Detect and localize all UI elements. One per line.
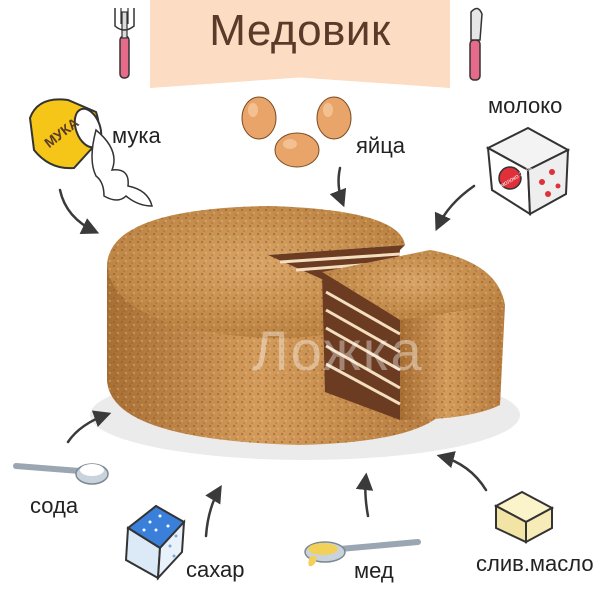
- label-milk: молоко: [488, 93, 563, 118]
- arrow-flour: [58, 188, 100, 235]
- label-flour: мука: [112, 123, 161, 148]
- honey-spoon-icon: [304, 539, 421, 567]
- label-butter: слив.масло: [476, 551, 594, 576]
- sugar-jar-icon: [124, 504, 186, 581]
- fork-icon: [114, 8, 135, 79]
- eggs-icon: [241, 96, 352, 168]
- arrow-eggs: [329, 166, 347, 208]
- label-honey: мед: [354, 558, 394, 583]
- soda-spoon-icon: [13, 463, 109, 485]
- knife-icon: [469, 7, 483, 81]
- arrow-butter: [436, 451, 488, 492]
- cake-illustration: [107, 206, 505, 445]
- arrow-sugar: [204, 484, 222, 538]
- butter-icon: [493, 490, 555, 544]
- milk-carton-icon: молоко 2,5%: [485, 126, 571, 216]
- page-title: Медовик: [209, 6, 391, 55]
- brand-watermark: Ложка: [252, 319, 424, 382]
- arrow-honey: [355, 472, 374, 518]
- arrow-soda: [66, 410, 112, 444]
- label-eggs: яйца: [356, 133, 406, 158]
- title-banner: [150, 0, 450, 88]
- label-sugar: сахар: [186, 557, 245, 582]
- label-soda: сода: [30, 493, 79, 518]
- flour-pack-icon: МУКА: [28, 98, 153, 207]
- arrow-milk: [434, 184, 476, 232]
